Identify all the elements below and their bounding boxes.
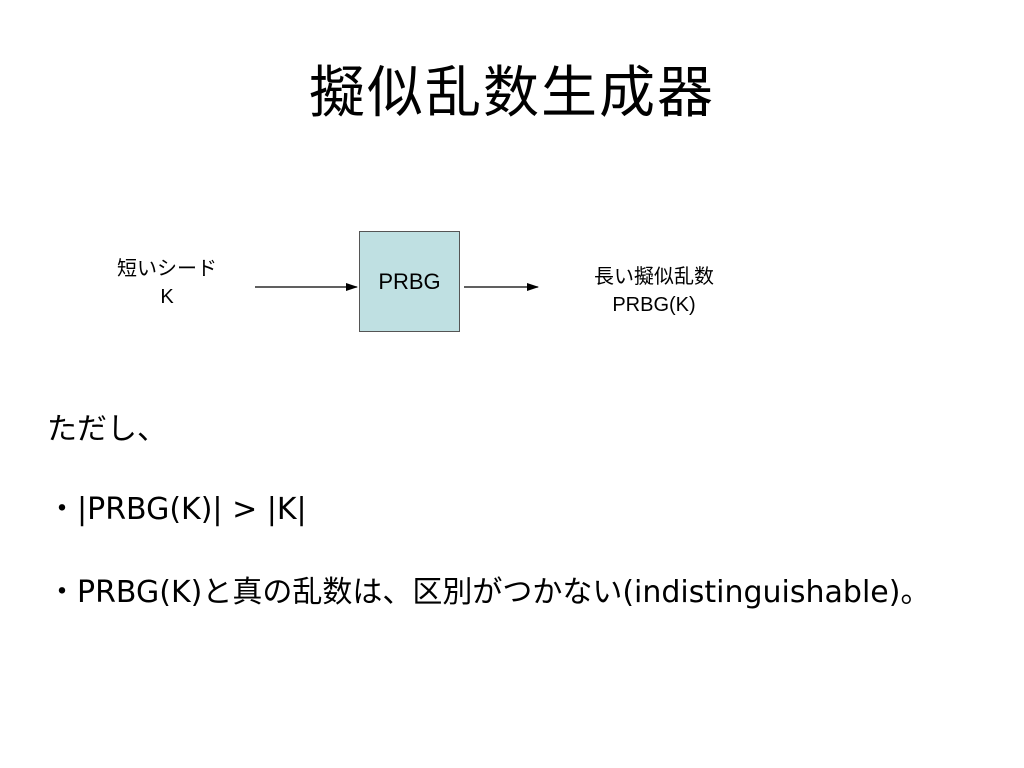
prbg-box-label: PRBG [378, 268, 441, 294]
input-seed-variable: K [160, 286, 174, 308]
output-random-label-text: 長い擬似乱数 [594, 264, 714, 288]
output-random-expression: PRBG(K) [612, 294, 696, 316]
input-seed-label: 短いシード K [100, 254, 234, 312]
bullet-length-condition: ・|PRBG(K)| > |K| [47, 492, 307, 527]
output-random-label: 長い擬似乱数 PRBG(K) [566, 262, 742, 320]
prbg-generator-box: PRBG [359, 231, 460, 332]
slide-title: 擬似乱数生成器 [309, 61, 715, 126]
intro-text: ただし、 [47, 412, 167, 447]
input-seed-label-text: 短いシード [117, 256, 217, 280]
bullet-indistinguishable: ・PRBG(K)と真の乱数は、区別がつかない(indistinguishable… [47, 575, 931, 610]
